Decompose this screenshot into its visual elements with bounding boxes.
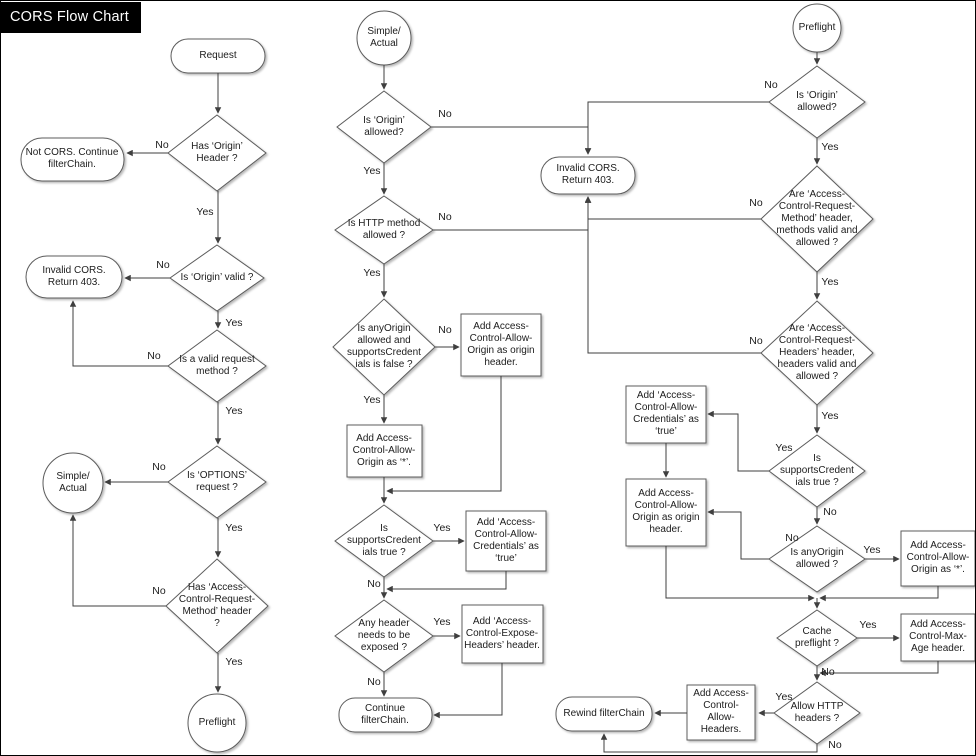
node-has-acrm-header: Has ‘Access- Control-Request- Method’ he… <box>178 582 256 629</box>
edge-label-yes: Yes <box>225 405 243 417</box>
edge-label-no: No <box>438 324 452 336</box>
edge-label-yes: Yes <box>821 410 839 422</box>
shape-add-expose-headers-process <box>461 604 544 664</box>
node-add-expose-headers: Add ‘Access- Control-Expose- Headers’ he… <box>464 616 540 651</box>
edge-label-yes: Yes <box>196 206 214 218</box>
node-invalid-cors-mid: Invalid CORS. Return 403. <box>556 163 620 186</box>
shape-pf-add-origin-star-process <box>900 530 975 587</box>
node-preflight-start: Preflight <box>798 22 836 33</box>
edge-label-no: No <box>367 676 381 688</box>
node-request: Request <box>199 50 237 61</box>
edge-label-yes: Yes <box>821 276 839 288</box>
shape-valid-method-decision <box>167 329 267 403</box>
shape-pf-anyorigin-decision <box>768 525 866 593</box>
node-preflight-connector: Preflight <box>198 717 236 728</box>
edge-label-yes: Yes <box>363 394 381 406</box>
node-simple-actual-connector: Simple/ Actual <box>56 471 90 494</box>
edge-label-no: No <box>828 739 842 751</box>
edge-label-yes: Yes <box>363 267 381 279</box>
node-acrh-valid-allowed: Are ‘Access- Control-Request- Headers’ h… <box>777 323 857 382</box>
shape-pf-add-credentials-process <box>625 385 707 444</box>
node-sa-supports-credentials: Is supportsCredent ials true ? <box>347 523 421 558</box>
edge-label-no: No <box>821 666 835 678</box>
edge-label-yes: Yes <box>863 544 881 556</box>
node-has-origin-header: Has ‘Origin’ Header ? <box>191 141 243 164</box>
edge-label-no: No <box>152 461 166 473</box>
edge-label-yes: Yes <box>225 317 243 329</box>
edge-label-no: No <box>367 578 381 590</box>
node-pf-add-credentials: Add ‘Access- Control-Allow- Credentials’… <box>633 390 699 437</box>
shape-sa-add-origin-header-process <box>460 313 542 377</box>
shape-continue-filterchain-terminal <box>338 697 433 733</box>
node-continue-filterchain: Continue filterChain. <box>361 703 409 726</box>
node-acrm-valid-allowed: Are ‘Access- Control-Request- Method’ he… <box>776 189 858 248</box>
edge-label-no: No <box>147 350 161 362</box>
node-is-method-allowed: Is HTTP method allowed ? <box>347 218 421 241</box>
shape-options-request-decision <box>167 445 267 519</box>
edge-label-no: No <box>749 197 763 209</box>
node-pf-is-origin-allowed: Is ‘Origin’ allowed? <box>796 90 838 113</box>
edge-label-yes: Yes <box>433 616 451 628</box>
shape-pf-add-origin-header-process <box>625 478 707 547</box>
node-any-header-exposed: Any header needs to be exposed ? <box>357 618 411 653</box>
edge-label-yes: Yes <box>775 442 793 454</box>
node-add-allow-headers: Add Access- Control- Allow- Headers. <box>693 688 749 735</box>
shape-sa-add-credentials-process <box>465 510 547 572</box>
node-add-max-age: Add Access- Control-Max- Age header. <box>909 619 967 654</box>
shape-add-max-age-process <box>900 613 975 662</box>
edge-label-yes: Yes <box>821 141 839 153</box>
node-sa-add-origin-header: Add Access- Control-Allow- Origin as ori… <box>467 321 535 368</box>
node-sa-add-origin-star: Add Access- Control-Allow- Origin as ‘*’… <box>352 433 416 468</box>
shape-sa-add-origin-star-process <box>346 424 423 478</box>
shape-invalid-cors-mid-terminal <box>540 156 636 195</box>
node-sa-add-credentials: Add ‘Access- Control-Allow- Credentials’… <box>473 517 539 564</box>
node-anyorigin-credentials-false: Is anyOrigin allowed and supportsCredent… <box>347 323 421 370</box>
edge-label-no: No <box>823 506 837 518</box>
node-cache-preflight: Cache preflight ? <box>795 626 839 649</box>
edge-label-yes: Yes <box>225 656 243 668</box>
edge-label-no: No <box>764 79 778 91</box>
shape-acrm-header-decision <box>165 558 269 654</box>
shape-not-cors-terminal <box>20 137 125 182</box>
shape-invalid-cors-terminal <box>25 255 123 299</box>
shape-preflight-connector <box>187 693 247 753</box>
node-pf-supports-credentials: Is supportsCredent ials true ? <box>780 453 854 488</box>
node-is-origin-valid: Is ‘Origin’ valid ? <box>180 272 254 283</box>
edge-label-no: No <box>156 259 170 271</box>
edge-label-no: No <box>438 108 452 120</box>
node-pf-anyorigin-allowed: Is anyOrigin allowed ? <box>790 547 844 570</box>
node-allow-http-headers: Allow HTTP headers ? <box>790 701 844 724</box>
page-title: CORS Flow Chart <box>1 2 142 33</box>
edge-label-no: No <box>438 211 452 223</box>
connectors-layer <box>69 52 939 753</box>
node-is-valid-method: Is a valid request method ? <box>179 354 255 377</box>
edge-label-yes: Yes <box>433 522 451 534</box>
edge-label-yes: Yes <box>775 691 793 703</box>
shape-origin-valid-decision <box>169 244 265 312</box>
node-is-options-request: Is ‘OPTIONS’ request ? <box>186 470 247 493</box>
edge-label-yes: Yes <box>859 619 877 631</box>
node-rewind-filterchain: Rewind filterChain <box>563 708 645 719</box>
shape-has-origin-decision <box>167 114 267 192</box>
edge-label-no: No <box>152 585 166 597</box>
node-not-cors: Not CORS. Continue filterChain. <box>25 147 119 170</box>
node-pf-add-origin-header: Add Access- Control-Allow- Origin as ori… <box>632 488 700 535</box>
node-invalid-cors: Invalid CORS. Return 403. <box>42 265 106 288</box>
edge-label-yes: Yes <box>225 522 243 534</box>
edge-label-no: No <box>749 335 763 347</box>
node-sa-is-origin-allowed: Is ‘Origin’ allowed? <box>363 115 405 138</box>
shape-rewind-filterchain-terminal <box>555 696 653 732</box>
edge-label-no: No <box>785 532 799 544</box>
shape-simple-actual-connector <box>42 452 104 514</box>
node-simple-actual-start: Simple/ Actual <box>367 26 401 49</box>
edge-label-yes: Yes <box>363 165 381 177</box>
node-pf-add-origin-star: Add Access- Control-Allow- Origin as ‘*’… <box>906 540 970 575</box>
shapes-layer <box>20 3 975 753</box>
edge-label-no: No <box>155 139 169 151</box>
